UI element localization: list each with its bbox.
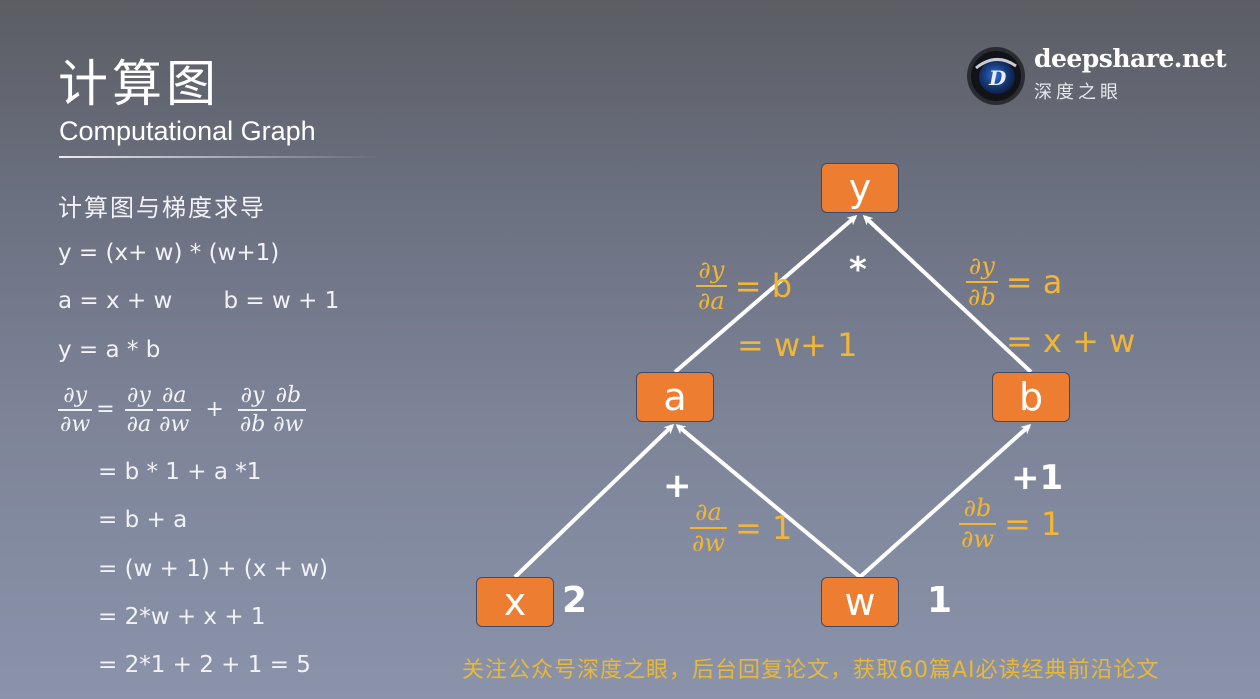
- step-1: = b * 1 + a *1: [98, 459, 262, 485]
- grad-dy-da-expanded: = w+ 1: [737, 326, 858, 364]
- frac-dy-db: ∂y∂b: [237, 383, 268, 437]
- frac-db-dw: ∂b∂w: [271, 383, 306, 437]
- grad-db-dw: ∂b∂w = 1: [959, 494, 1062, 553]
- frac-dy-dw: ∂y∂w: [58, 383, 93, 437]
- slide-title: 计算图: [58, 55, 220, 113]
- op-add-one: +1: [1011, 458, 1064, 498]
- value-x: 2: [562, 580, 588, 621]
- node-b: b: [992, 372, 1070, 422]
- op-multiply: *: [849, 250, 867, 290]
- footer-promo: 关注公众号深度之眼，后台回复论文，获取60篇AI必读经典前沿论文: [462, 658, 1160, 683]
- value-w: 1: [927, 580, 953, 621]
- grad-da-dw: ∂a∂w = 1: [690, 498, 793, 557]
- edge-w-to-b: [858, 424, 1032, 579]
- svg-text:D: D: [988, 66, 1007, 90]
- deepshare-logo-icon: D: [967, 47, 1025, 105]
- formula-line-3: y = a * b: [58, 337, 161, 363]
- step-5: = 2*1 + 2 + 1 = 5: [98, 652, 311, 678]
- node-w: w: [821, 577, 899, 627]
- edge-x-to-a: [513, 423, 675, 579]
- frac-da-dw: ∂a∂w: [157, 383, 192, 437]
- op-add: +: [663, 466, 692, 506]
- grad-dy-db: ∂y∂b = a: [966, 252, 1063, 311]
- formulas-heading: 计算图与梯度求导: [58, 194, 266, 222]
- edge-a-to-y: [673, 215, 858, 374]
- grad-dy-da: ∂y∂a = b: [696, 256, 793, 315]
- title-underline: [59, 156, 379, 158]
- edge-b-to-y: [862, 214, 1033, 374]
- edge-w-to-a: [675, 424, 862, 579]
- formula-line-2: a = x + w b = w + 1: [58, 288, 340, 314]
- node-y: y: [821, 163, 899, 213]
- node-a: a: [636, 372, 714, 422]
- brand-tagline: 深度之眼: [1034, 82, 1122, 103]
- slide-subtitle: Computational Graph: [59, 116, 316, 146]
- step-2: = b + a: [98, 507, 188, 533]
- grad-dy-db-expanded: = x + w: [1006, 322, 1136, 360]
- formula-line-1: y = (x+ w) * (w+1): [58, 240, 280, 266]
- chain-rule: ∂y∂w = ∂y∂a ∂a∂w + ∂y∂b ∂b∂w: [58, 383, 306, 437]
- frac-dy-da: ∂y∂a: [124, 383, 154, 437]
- step-3: = (w + 1) + (x + w): [98, 556, 329, 582]
- step-4: = 2*w + x + 1: [98, 604, 266, 630]
- node-x: x: [476, 577, 554, 627]
- brand-name: deepshare.net: [1034, 44, 1227, 73]
